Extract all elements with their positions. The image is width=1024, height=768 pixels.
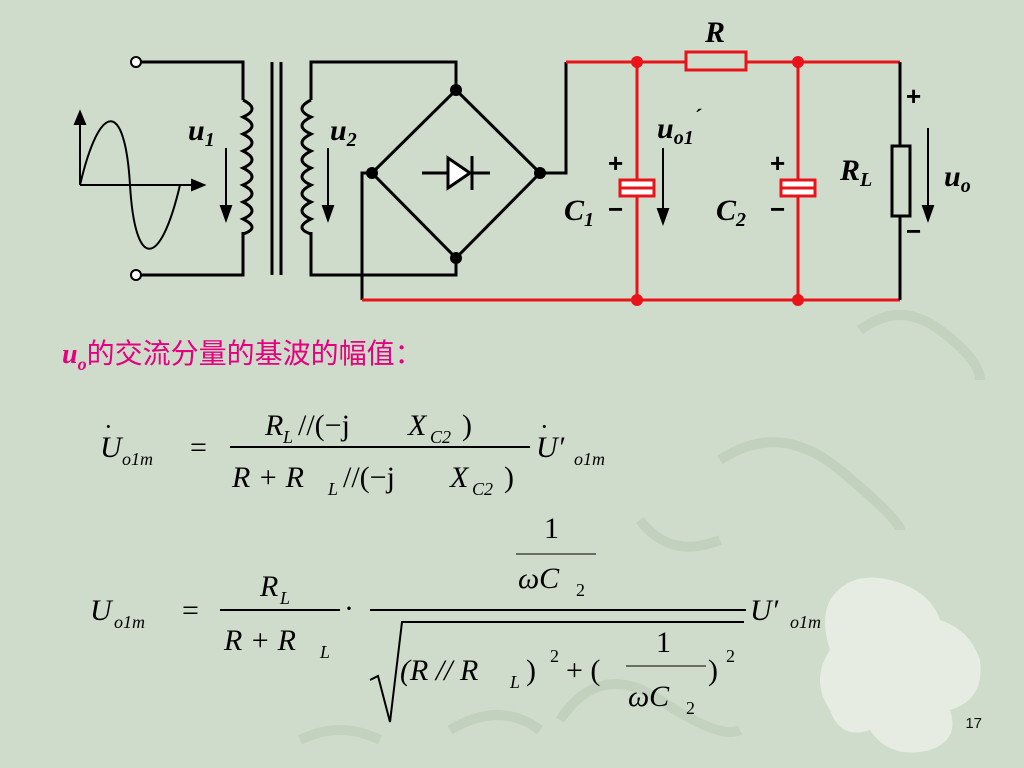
svg-text:o1m: o1m (574, 449, 605, 469)
svg-text:C2: C2 (430, 427, 451, 447)
transformer (141, 60, 458, 277)
page-number: 17 (965, 715, 982, 732)
svg-text:2: 2 (576, 580, 585, 600)
svg-text:=: = (190, 431, 207, 464)
svg-text:·: · (344, 592, 354, 625)
label-u1: u1 (188, 114, 215, 151)
svg-text:R: R (264, 409, 283, 442)
svg-text:=: = (182, 594, 199, 627)
equation-2: U o1m = R L R + R L · 1 ωC 2 (R // R L )… (90, 512, 821, 723)
c2-minus: − (770, 194, 785, 224)
svg-text:2: 2 (726, 646, 735, 666)
dragon-emblem (820, 577, 981, 753)
resistor-R (684, 50, 748, 72)
c1-minus: − (608, 194, 623, 224)
capacitors (618, 178, 817, 198)
input-terminal-top (130, 56, 142, 68)
svg-text:ωC: ωC (518, 562, 560, 595)
svg-text:L: L (282, 427, 293, 447)
svg-text:U′: U′ (750, 594, 779, 627)
svg-text:R + R: R + R (231, 461, 304, 494)
uo-plus: + (906, 81, 921, 111)
bridge-junctions (366, 84, 546, 264)
svg-text:X: X (407, 409, 428, 442)
equation-1: U · o1m = R L //(−j X C2 ) R + R L //(−j… (100, 409, 605, 499)
svg-text:1: 1 (544, 512, 559, 545)
label-RL: RL (839, 154, 872, 191)
svg-text:·: · (540, 412, 549, 441)
svg-text://(−j: //(−j (343, 461, 395, 494)
bridge-rectifier (360, 62, 568, 300)
svg-text:2: 2 (686, 698, 695, 718)
svg-text:L: L (327, 479, 338, 499)
svg-text:+ (: + ( (566, 654, 600, 687)
c1-plus: + (608, 148, 623, 178)
svg-text:R: R (259, 570, 278, 603)
svg-text:U′: U′ (536, 431, 565, 464)
svg-text:L: L (509, 672, 520, 692)
svg-text:o1m: o1m (114, 612, 145, 632)
label-C2: C2 (716, 194, 746, 231)
svg-text:): ) (462, 409, 472, 442)
svg-text://(−j: //(−j (298, 409, 350, 442)
svg-text:R + R: R + R (223, 624, 296, 657)
svg-text:·: · (104, 412, 113, 441)
svg-text:X: X (449, 461, 470, 494)
load-branch (890, 62, 912, 300)
svg-text:U: U (90, 594, 114, 627)
svg-text:L: L (319, 642, 330, 662)
svg-text:): ) (526, 654, 536, 687)
svg-text:o1m: o1m (122, 449, 153, 469)
svg-text:C2: C2 (472, 479, 493, 499)
svg-text:1: 1 (656, 626, 671, 659)
svg-text:L: L (279, 588, 290, 608)
svg-text:U: U (100, 431, 124, 464)
output-voltage-arrows (656, 128, 935, 226)
pi-filter (362, 50, 900, 302)
input-terminal-bottom (130, 269, 142, 281)
uo-minus: − (906, 216, 921, 246)
label-uo: uo (944, 160, 971, 197)
svg-text:ωC: ωC (628, 680, 670, 713)
label-R: R (704, 16, 725, 49)
svg-text:): ) (504, 461, 514, 494)
svg-text:2: 2 (550, 646, 559, 666)
label-u2: u2 (330, 114, 357, 151)
section-heading: uo的交流分量的基波的幅值： (62, 337, 423, 374)
rectifier-filter-circuit: u1 u2 R uo1´ C1 C2 RL uo + − + − + − (73, 16, 971, 306)
svg-text:o1m: o1m (790, 612, 821, 632)
filter-junctions (631, 56, 804, 306)
label-C1: C1 (564, 194, 594, 231)
c2-plus: + (770, 148, 785, 178)
svg-text:): ) (708, 654, 718, 687)
ac-source-symbol (73, 109, 207, 250)
svg-text:(R // R: (R // R (400, 654, 478, 687)
load-resistor-RL (890, 144, 912, 218)
label-uo1: uo1´ (657, 104, 702, 149)
voltage-arrows (219, 148, 335, 223)
